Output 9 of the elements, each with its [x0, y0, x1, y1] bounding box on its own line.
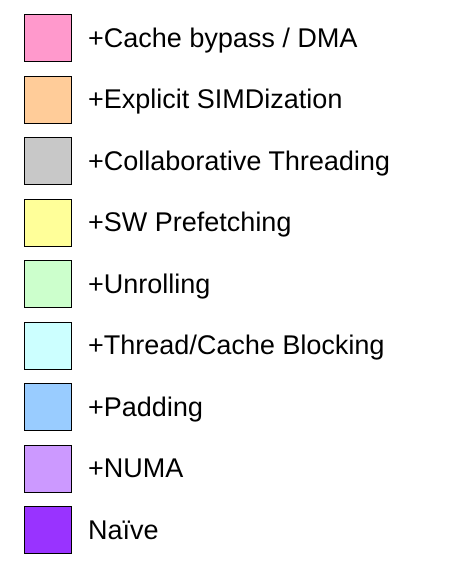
legend-label: +SW Prefetching	[88, 207, 292, 238]
legend-label: +Thread/Cache Blocking	[88, 330, 384, 361]
legend-label: +Padding	[88, 392, 203, 422]
legend-label: +Explicit SIMDization	[88, 84, 342, 115]
legend-label: +Unrolling	[88, 268, 210, 300]
legend-label: +Collaborative Threading	[88, 146, 390, 176]
legend-label: +Cache bypass / DMA	[88, 22, 358, 54]
legend-label: +NUMA	[88, 453, 184, 484]
legend-label: Naïve	[88, 514, 159, 546]
